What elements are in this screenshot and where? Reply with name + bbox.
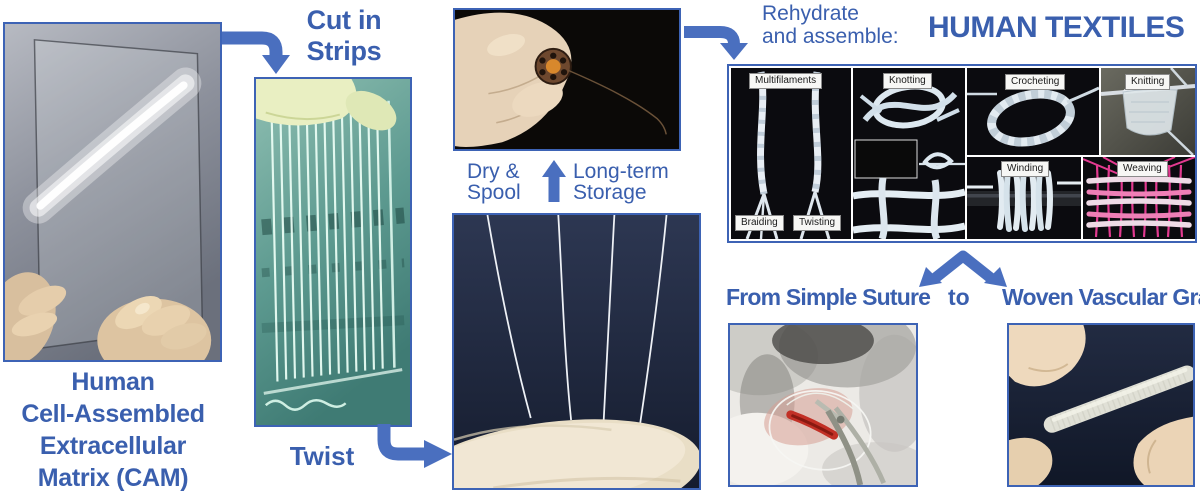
arrow-up-icon [542,160,566,202]
textile-label-winding: Winding [1001,161,1050,177]
strips-photo-illustration [256,79,410,425]
arrow-right-down-icon [222,24,294,76]
arrow-down-right-icon [370,424,456,470]
cut-label-line: Strips [306,36,382,66]
cut-label-line: Cut in [306,5,382,35]
panel-knotting [853,68,965,239]
woven-vascular-graft-label: Woven Vascular Graft [1002,284,1200,310]
textile-label-knitting: Knitting [1125,74,1171,90]
arrow-right-down-icon [684,22,752,62]
textile-label-weaving: Weaving [1117,161,1168,177]
cam-caption: Human Cell-Assembled Extracellular Matri… [0,366,226,494]
graft-photo-illustration [1009,325,1193,485]
cam-caption-line: Cell-Assembled [21,400,205,428]
dry-spool-line: Spool [467,181,521,204]
threads-photo [452,213,701,490]
dry-spool-label: Dry & Spool [467,161,521,203]
twist-label: Twist [289,441,355,471]
cut-strips-photo [254,77,412,427]
storage-line: Storage [573,181,647,204]
suture-photo-illustration [730,325,916,485]
storage-line: Long-term [573,160,669,183]
cam-caption-line: Human [71,368,155,396]
textile-label-knotting: Knotting [883,73,932,89]
cam-photo-illustration [5,24,220,360]
textile-label-multifilaments: Multifilaments [749,73,823,89]
panel-weaving [1083,157,1195,239]
rehydrate-line: and assemble: [762,25,899,48]
textiles-grid: Multifilaments Braiding Twisting Knottin… [727,64,1197,243]
rehydrate-line: Rehydrate [762,2,859,25]
from-simple-suture-label: From Simple Suture [726,284,931,310]
human-textiles-title: HUMAN TEXTILES [928,11,1185,44]
cam-sheet-photo [3,22,222,362]
graft-photo [1007,323,1195,487]
spool-photo [453,8,681,151]
dry-spool-line: Dry & [467,160,520,183]
panel-multifilaments [731,68,851,239]
textile-label-braiding: Braiding [735,215,784,231]
spool-photo-illustration [455,10,679,149]
arrow-branch-icon [916,247,1010,289]
textile-label-twisting: Twisting [793,215,842,231]
cut-in-strips-label: Cut in Strips [288,5,400,67]
suture-photo [728,323,918,487]
long-term-storage-label: Long-term Storage [573,161,669,203]
cam-caption-line: Matrix (CAM) [37,464,189,492]
textile-label-crocheting: Crocheting [1005,74,1066,90]
to-label: to [948,284,970,310]
threads-photo-illustration [454,215,699,488]
rehydrate-label: Rehydrate and assemble: [762,2,899,48]
cam-caption-line: Extracellular [39,432,187,460]
